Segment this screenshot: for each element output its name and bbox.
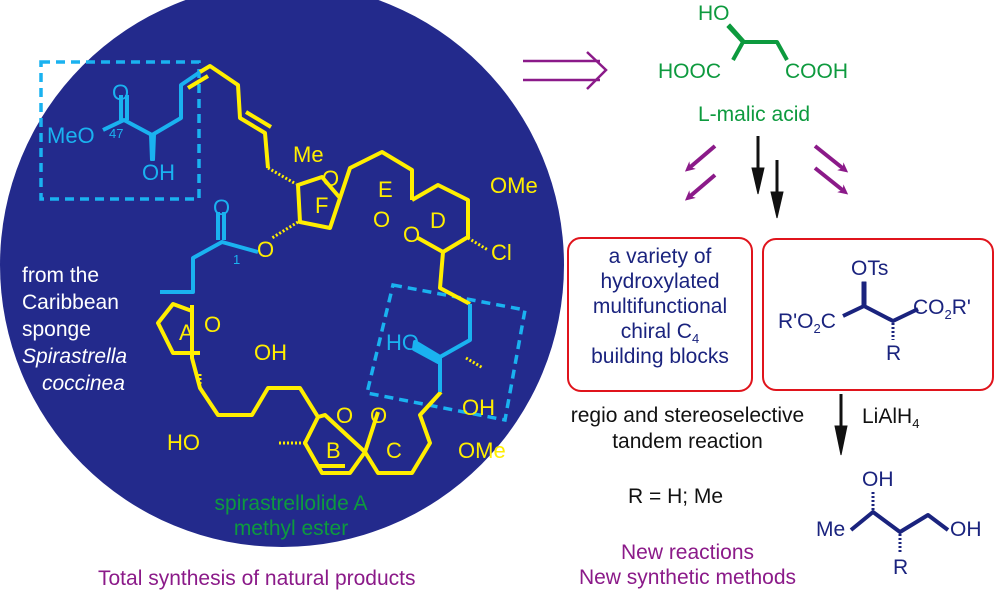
label-meo: MeO [47,123,95,148]
r-definition: R = H; Me [628,485,724,508]
tosylate-left-sub: 2 [813,321,821,336]
reagent-subscript: 4 [912,416,920,431]
methods-caption: New reactions New synthetic methods [560,540,815,590]
methods-caption-line-1: New reactions [620,541,755,564]
reaction-description-line-1: regio and stereoselective [570,404,805,427]
methods-caption-line-2: New synthetic methods [578,566,797,589]
species-line-1: Spirastrella [22,345,128,368]
retrosynthesis-arrow [523,51,608,90]
label-o-a: O [204,312,222,337]
caption-total-synthesis: Total synthesis of natural products [98,567,416,590]
chiral-c-text: chiral C [620,320,692,343]
ring-label-e: E [378,177,393,202]
natural-product-name-line-1: spirastrellolide A [214,492,368,515]
malic-acid-name: L-malic acid [698,103,811,126]
label-oh-diol: OH [462,395,495,420]
ring-label-d: D [430,208,446,233]
source-line-1: from the [22,264,100,287]
label-cl: Cl [491,240,512,265]
malic-acid-structure [726,23,789,61]
c47-fragment [102,70,202,161]
building-blocks-line-4: chiral C4 [567,319,753,346]
tosylate-left-c: C [820,310,836,333]
reaction-description-line-2: tandem reaction [612,430,763,453]
label-ome-c: OMe [458,438,506,463]
building-blocks-line-2: hydroxylated [600,270,720,293]
natural-product-name: spirastrellolide A methyl ester [196,491,386,541]
highlight-box-diol [364,282,528,423]
label-o-c: O [370,403,388,428]
tosylate-box [762,238,994,391]
label-me-f: Me [293,142,324,167]
label-ho-diol: HO [386,330,419,355]
purple-arrows-right [813,144,849,195]
tosylate-right-sub: 2 [944,307,952,322]
building-blocks-line-5: building blocks [591,345,729,368]
tosylate-structure [842,281,919,340]
highlight-box-c47 [39,60,201,201]
product-label-oh-top: OH [862,468,894,491]
label-o-e: O [373,207,391,232]
malic-label-hooc: HOOC [658,60,721,83]
label-ester-o: O [257,237,275,262]
product-label-oh-right: OH [950,518,982,541]
product-label-me: Me [816,518,846,541]
source-line-3: sponge [22,318,91,341]
building-blocks-line-1: a variety of [608,245,712,268]
label-ho-chain: HO [167,430,200,455]
label-c47: 47 [109,126,124,141]
reaction-description: regio and stereoselective tandem reactio… [560,403,815,455]
ring-label-b: B [326,438,341,463]
tosylate-label-r: R [886,342,902,365]
macrocycle-skeleton [156,64,471,475]
building-blocks-line-3: multifunctional [592,295,728,318]
tosylate-right-r: R' [951,296,971,319]
reduction-arrow [834,394,848,456]
label-o-d: O [403,222,421,247]
product-label-r: R [893,556,909,579]
source-line-2: Caribbean [22,291,119,314]
label-c1: 1 [233,252,241,267]
ring-label-f: F [315,193,329,218]
stereo-hash-bonds [198,166,489,445]
source-text: from the Caribbean sponge Spirastrella c… [22,262,127,397]
label-c47-oh: OH [142,160,175,185]
tosylate-label-right-ester: CO2R' [913,296,971,322]
ring-label-c: C [386,438,402,463]
building-blocks-text: a variety of hydroxylated multifunctiona… [567,244,753,369]
natural-product-name-line-2: methyl ester [233,517,349,540]
black-arrows-down [751,136,784,219]
reagent-text: LiAlH [862,405,913,428]
tosylate-left-ro: R'O [778,310,814,333]
ring-a-ester-link [160,212,472,392]
reagent-label: LiAlH4 [862,405,920,431]
tosylate-label-ots: OTs [851,257,889,280]
ring-label-a: A [179,320,194,345]
purple-arrows-left [684,144,717,201]
label-o-f: O [322,166,340,191]
malic-label-ho: HO [698,2,730,25]
diol-product-structure [849,492,950,552]
tosylate-right-co: CO [913,296,945,319]
label-carbonyl-o-1: O [112,80,130,105]
tosylate-label-left-ester: R'O2C [778,310,836,336]
label-ome-d: OMe [490,173,538,198]
building-blocks-box [567,237,753,392]
label-carbonyl-o-2: O [213,195,231,220]
label-o-b: O [336,403,354,428]
malic-label-cooh: COOH [785,60,848,83]
chiral-c-subscript: 4 [691,331,700,346]
label-oh-chain: OH [254,340,287,365]
species-line-2: coccinea [42,372,125,395]
